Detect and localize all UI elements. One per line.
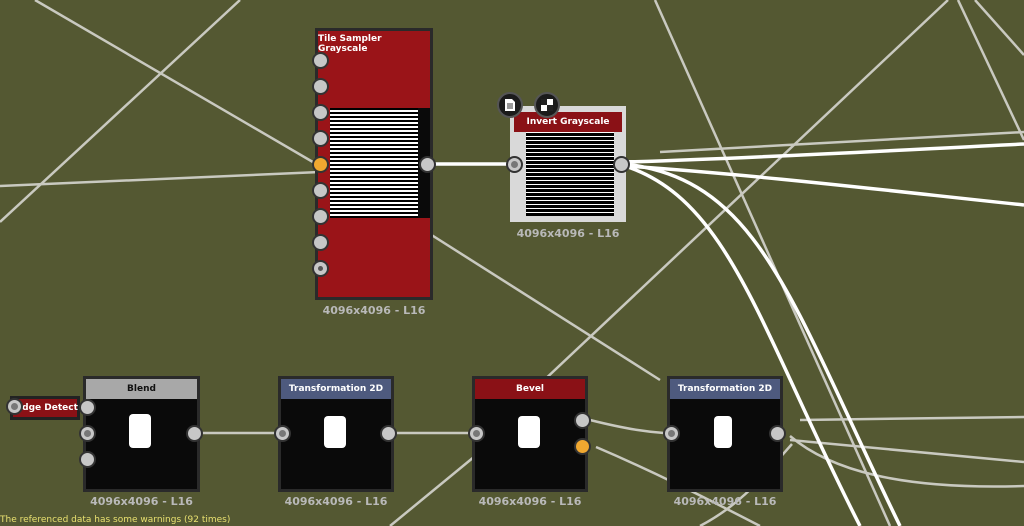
wire[interactable] [659, 130, 1024, 154]
node-title: Blend [86, 379, 197, 399]
wire[interactable] [0, 0, 241, 223]
blend-node[interactable]: Blend [83, 376, 200, 492]
output-socket[interactable] [613, 156, 630, 173]
input-socket[interactable] [312, 182, 329, 199]
preview-thumbnail [324, 416, 346, 448]
output-socket[interactable] [769, 425, 786, 442]
input-socket[interactable] [79, 451, 96, 468]
node-title: Invert Grayscale [514, 112, 622, 132]
bevel-node[interactable]: Bevel [472, 376, 588, 492]
wire[interactable] [34, 0, 319, 167]
tile-sampler-grayscale-node[interactable]: Tile Sampler Grayscale [315, 28, 433, 300]
node-title: Bevel [475, 379, 585, 399]
wire[interactable] [429, 232, 661, 382]
checker-icon[interactable] [534, 92, 560, 118]
wire[interactable] [589, 418, 665, 435]
resolution-label: 4096x4096 - L16 [478, 495, 582, 508]
input-socket[interactable] [506, 156, 523, 173]
wire[interactable] [624, 162, 902, 526]
output-socket[interactable] [380, 425, 397, 442]
resolution-label: 4096x4096 - L16 [673, 495, 777, 508]
wire[interactable] [389, 451, 481, 526]
wire[interactable] [624, 164, 1024, 207]
status-warning-text: The referenced data has some warnings (9… [0, 515, 231, 525]
input-socket[interactable] [312, 130, 329, 147]
preview-thumbnail [129, 414, 151, 448]
resolution-label: 4096x4096 - L16 [516, 227, 620, 240]
wire[interactable] [624, 164, 862, 526]
transformation-2d-node[interactable]: Transformation 2D [278, 376, 394, 492]
input-socket[interactable] [312, 78, 329, 95]
preview-thumbnail [526, 132, 614, 216]
wire[interactable] [0, 170, 321, 188]
input-socket[interactable] [312, 234, 329, 251]
input-socket-connected[interactable] [312, 156, 329, 173]
node-title: Transformation 2D [670, 379, 780, 399]
input-socket[interactable] [468, 425, 485, 442]
resolution-label: 4096x4096 - L16 [322, 304, 426, 317]
input-socket[interactable] [274, 425, 291, 442]
node-panel [330, 218, 430, 296]
input-socket[interactable] [312, 52, 329, 69]
wire[interactable] [956, 0, 1024, 141]
wire[interactable] [799, 415, 1024, 422]
transformation-2d-node[interactable]: Transformation 2D [667, 376, 783, 492]
wire[interactable] [539, 0, 949, 385]
wire[interactable] [974, 0, 1024, 56]
input-socket[interactable] [312, 260, 329, 277]
output-socket[interactable] [419, 156, 436, 173]
input-socket[interactable] [312, 104, 329, 121]
wire[interactable] [789, 438, 1024, 464]
preview-thumbnail [330, 108, 430, 218]
resolution-label: 4096x4096 - L16 [90, 495, 193, 508]
input-socket[interactable] [312, 208, 329, 225]
node-title: Edge Detect [20, 403, 78, 413]
wire[interactable] [624, 142, 1024, 164]
node-title: Tile Sampler Grayscale [318, 34, 382, 54]
output-socket[interactable] [574, 412, 591, 429]
input-socket[interactable] [6, 398, 23, 415]
wire[interactable] [653, 0, 892, 526]
node-title: Transformation 2D [281, 379, 391, 399]
invert-grayscale-node[interactable]: Invert Grayscale [510, 106, 626, 222]
preview-thumbnail [714, 416, 732, 448]
preview-thumbnail [518, 416, 540, 448]
input-socket[interactable] [79, 399, 96, 416]
output-socket[interactable] [186, 425, 203, 442]
input-socket[interactable] [663, 425, 680, 442]
output-socket-connected[interactable] [574, 438, 591, 455]
resolution-label: 4096x4096 - L16 [284, 495, 388, 508]
input-socket[interactable] [79, 425, 96, 442]
document-icon[interactable] [497, 92, 523, 118]
